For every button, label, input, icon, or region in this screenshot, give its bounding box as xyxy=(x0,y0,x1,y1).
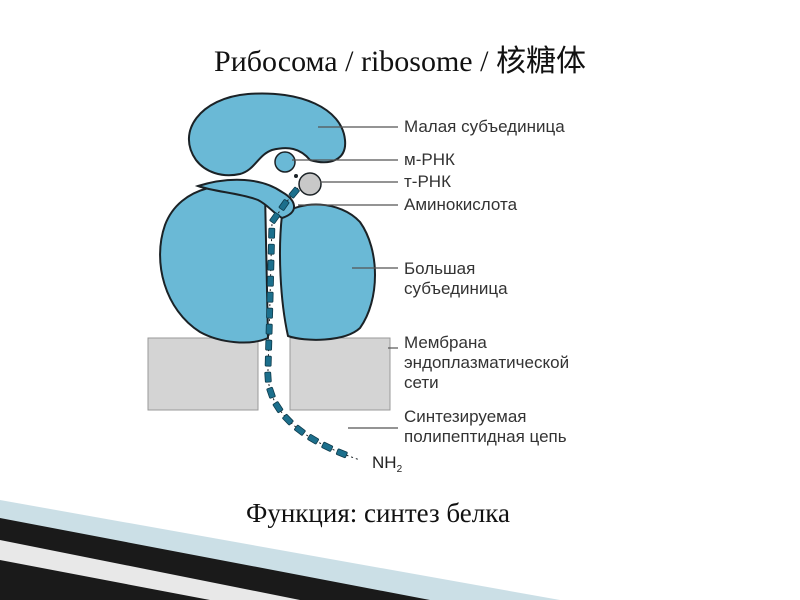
trna-icon xyxy=(299,173,321,195)
amino-acid-residue xyxy=(321,442,333,452)
label-membrane-line2: эндоплазматической xyxy=(404,353,569,372)
amino-acid-residue xyxy=(267,387,276,398)
amino-acid-residue xyxy=(267,276,273,286)
amino-acid-residue xyxy=(266,324,272,334)
amino-acid-residue xyxy=(307,434,319,444)
large-subunit-right-lobe xyxy=(280,205,375,340)
corner-decoration xyxy=(0,500,560,600)
label-large-subunit-line1: Большая xyxy=(404,259,475,278)
label-mrna: м-РНК xyxy=(404,150,455,169)
nh2-label: NH2 xyxy=(372,453,403,475)
amino-acid-residue xyxy=(269,228,275,238)
amino-acid-residue xyxy=(336,449,348,458)
label-chain-line1: Синтезируемая xyxy=(404,407,527,426)
mrna-spot xyxy=(275,152,295,172)
amino-acid-residue xyxy=(266,308,272,318)
amino-acid-residue xyxy=(273,401,283,413)
label-small-subunit: Малая субъединица xyxy=(404,117,565,136)
membrane-right-block xyxy=(290,338,390,410)
large-subunit-left-lobe xyxy=(160,185,268,342)
label-trna: т-РНК xyxy=(404,172,451,191)
amino-acid-residue xyxy=(267,292,273,302)
amino-acid-residue xyxy=(268,260,274,270)
label-large-subunit-line2: субъединица xyxy=(404,279,508,298)
label-amino-acid: Аминокислота xyxy=(404,195,518,214)
small-subunit xyxy=(189,93,345,175)
amino-acid-residue xyxy=(265,356,271,366)
label-chain-line2: полипептидная цепь xyxy=(404,427,567,446)
amino-acid-residue xyxy=(268,244,274,254)
amino-acid-dot xyxy=(294,174,298,178)
amino-acid-residue xyxy=(265,372,272,382)
label-membrane-line1: Мембрана xyxy=(404,333,487,352)
amino-acid-residue xyxy=(266,340,272,350)
label-membrane-line3: сети xyxy=(404,373,439,392)
membrane-left-block xyxy=(148,338,258,410)
